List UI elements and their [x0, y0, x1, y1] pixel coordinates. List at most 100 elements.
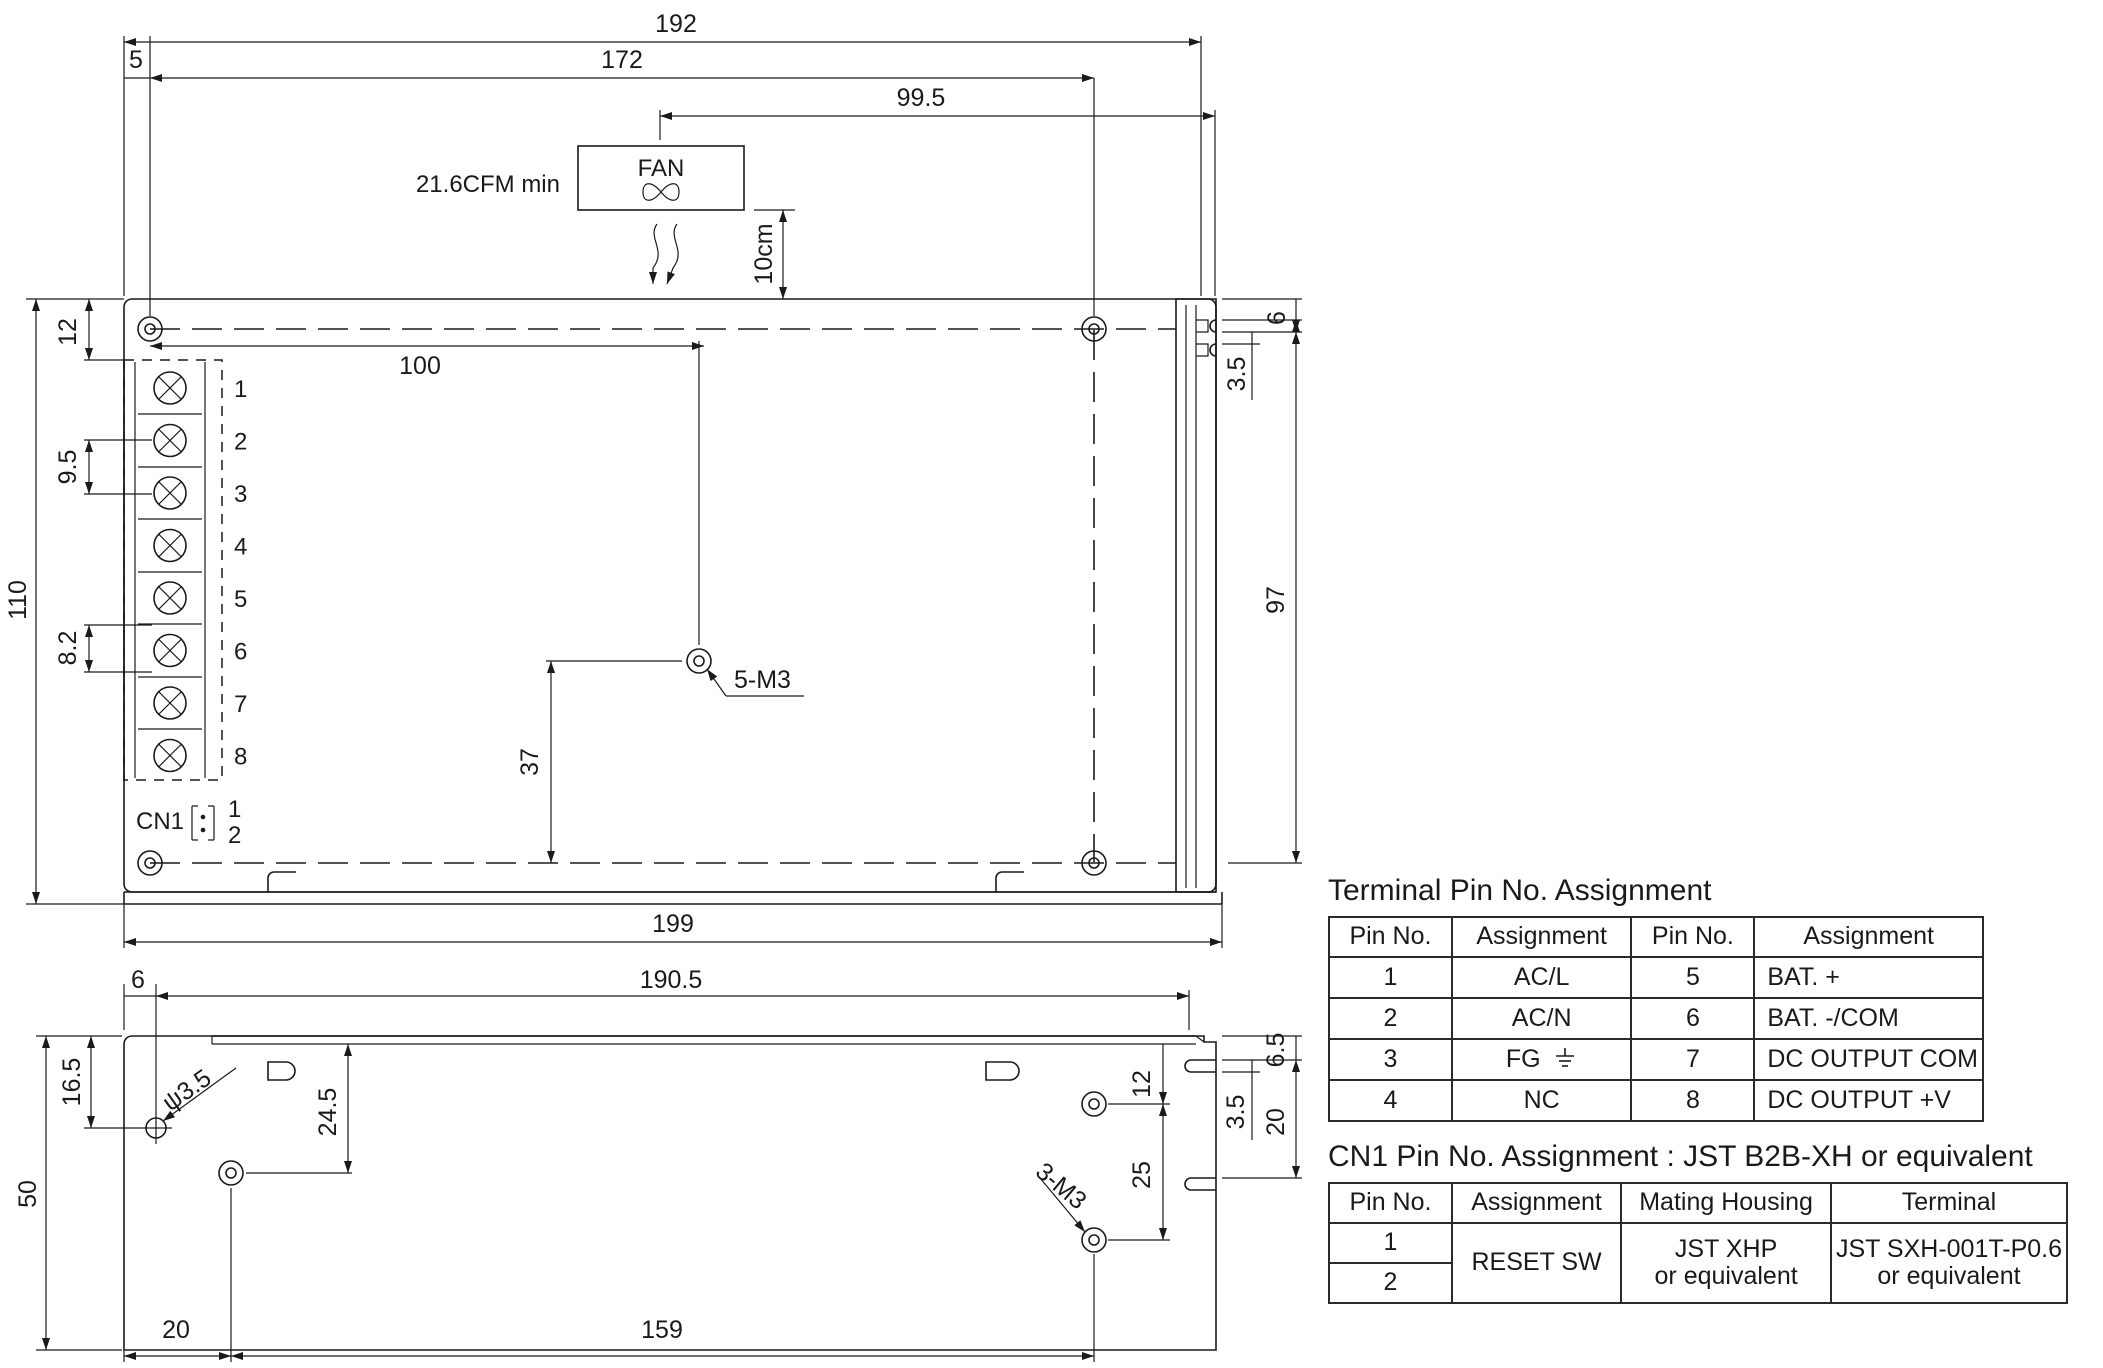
dimension-side-left-offset: 6 — [131, 966, 145, 994]
cn1-pin-number: 1 — [228, 796, 241, 823]
terminal-table-title: Terminal Pin No. Assignment — [1328, 874, 1712, 907]
terminal-screw-icon — [153, 423, 187, 458]
dimension-overall-width: 192 — [655, 10, 697, 38]
dimension-fan-offset: 99.5 — [897, 84, 946, 112]
table-row: 1 AC/L 5 BAT. + — [1328, 956, 1984, 999]
dimension-slot-offset: 3.5 — [1223, 357, 1251, 392]
dimension-fan-clearance: 10cm — [750, 223, 778, 284]
dimension-left-offset: 5 — [129, 46, 143, 74]
terminal-screw-icon — [153, 371, 187, 405]
table-cell: 2 — [1328, 1262, 1453, 1304]
table-cell: 8 — [1630, 1079, 1756, 1122]
table-cell: 2 — [1328, 997, 1453, 1040]
side-view: 6 190.5 50 16.5 ψ3.5 24.5 12 25 3-M3 6.5 — [14, 966, 1302, 1362]
mounting-hole — [1081, 316, 1107, 342]
table-cell-text: FG — [1505, 1044, 1541, 1073]
side-hole — [140, 1112, 172, 1144]
table-header: Pin No. — [1630, 916, 1756, 958]
table-header: Assignment — [1753, 916, 1984, 958]
table-cell: DC OUTPUT +V — [1753, 1079, 1984, 1122]
terminal-number: 2 — [234, 429, 247, 456]
cn1-pin-table: Pin No. Assignment Mating Housing Termin… — [1328, 1182, 2069, 1304]
table-cell: BAT. + — [1753, 956, 1984, 999]
side-screw-hole — [1081, 1091, 1107, 1117]
table-cell: AC/N — [1450, 997, 1633, 1040]
dimension-side-slot-top: 6.5 — [1262, 1033, 1290, 1068]
table-row: 2 — [1328, 1262, 2067, 1304]
terminal-number: 7 — [234, 691, 247, 718]
terminal-pin-table: Pin No. Assignment Pin No. Assignment 1 … — [1328, 916, 1984, 1122]
airflow-arrows-icon — [649, 223, 679, 285]
table-header: Pin No. — [1328, 1182, 1453, 1224]
table-cell: BAT. -/COM — [1753, 997, 1984, 1040]
table-cell: 1 — [1328, 1222, 1453, 1264]
hole-diameter-callout: ψ3.5 — [157, 1064, 216, 1117]
side-screw-hole — [218, 1160, 244, 1186]
table-cell: 1 — [1328, 956, 1453, 999]
table-cell-line: JST XHP — [1674, 1234, 1778, 1263]
table-cell: RESET SW — [1450, 1222, 1623, 1304]
cn1-table-title: CN1 Pin No. Assignment : JST B2B-XH or e… — [1328, 1140, 2033, 1173]
table-row: 1 RESET SW JST XHP or equivalent JST SXH… — [1328, 1222, 2069, 1304]
dimension-side-bottom-span: 159 — [641, 1316, 683, 1344]
dimension-side-screw-top: 12 — [1128, 1070, 1156, 1098]
cn1-pin-number: 2 — [228, 822, 241, 849]
table-row: 3 FG 7 DC OUTPUT COM — [1328, 1038, 1984, 1081]
table-cell: 5 — [1630, 956, 1756, 999]
table-header: Assignment — [1450, 1182, 1623, 1224]
dimension-terminal-pitch: 9.5 — [54, 450, 82, 485]
terminal-screw-icon — [153, 738, 187, 773]
fan-box — [577, 145, 745, 211]
table-header: Terminal — [1829, 1182, 2069, 1224]
dimension-side-screw-height: 24.5 — [314, 1088, 342, 1137]
terminal-screw-icon — [153, 633, 187, 668]
table-cell: 4 — [1328, 1079, 1453, 1122]
table-cell: 3 — [1328, 1038, 1453, 1081]
cn1-connector-icon — [191, 805, 215, 841]
dimension-base-width: 199 — [652, 910, 694, 938]
dimension-hole-span-v: 97 — [1262, 586, 1290, 614]
side-screw-callout: 3-M3 — [1030, 1157, 1092, 1215]
ground-icon — [1556, 1047, 1575, 1067]
dimension-slot-width: 6 — [1263, 311, 1291, 325]
terminal-screw-icon — [153, 581, 187, 615]
table-cell: DC OUTPUT COM — [1753, 1038, 1984, 1081]
terminal-number: 8 — [234, 744, 247, 771]
table-cell: 7 — [1630, 1038, 1756, 1081]
table-cell-line: or equivalent — [1654, 1262, 1798, 1290]
cn1-label: CN1 — [136, 808, 184, 835]
terminal-screw-icon — [153, 476, 187, 510]
table-row: 4 NC 8 DC OUTPUT +V — [1328, 1079, 1984, 1122]
terminal-number: 4 — [234, 534, 247, 561]
table-row: 2 AC/N 6 BAT. -/COM — [1328, 997, 1984, 1040]
dimension-top-hole: 12 — [54, 318, 82, 346]
dimension-center-x: 100 — [399, 352, 441, 380]
dimension-side-slot-offset: 3.5 — [1222, 1095, 1250, 1130]
airflow-label: 21.6CFM min — [416, 171, 560, 198]
dimension-height: 110 — [4, 580, 32, 620]
terminal-screw-icon — [153, 686, 187, 720]
mounting-hole — [137, 316, 163, 342]
terminal-number: 5 — [234, 586, 247, 613]
side-view-chassis — [123, 1035, 1217, 1351]
table-header: Assignment — [1450, 916, 1633, 958]
table-header: Pin No. — [1328, 916, 1453, 958]
fan-icon — [642, 183, 680, 201]
table-header: Mating Housing — [1620, 1182, 1832, 1224]
fan-label: FAN — [638, 155, 685, 182]
table-cell-line: JST SXH-001T-P0.6 — [1835, 1234, 2062, 1263]
dimension-side-hole-height: 16.5 — [58, 1058, 86, 1107]
screw-callout: 5-M3 — [734, 666, 791, 694]
dimension-center-y: 37 — [516, 748, 544, 776]
dimension-side-slot-span: 20 — [1262, 1108, 1290, 1136]
table-cell: JST XHP or equivalent — [1620, 1222, 1832, 1304]
mounting-hole — [1081, 850, 1107, 876]
dimension-side-screw-span: 25 — [1128, 1161, 1156, 1189]
dimension-hole-span: 172 — [601, 46, 643, 74]
terminal-block — [123, 359, 223, 781]
top-view-chassis — [123, 298, 1217, 893]
terminal-number: 1 — [234, 376, 247, 403]
terminal-number: 6 — [234, 639, 247, 666]
dimension-side-width: 190.5 — [640, 966, 703, 994]
